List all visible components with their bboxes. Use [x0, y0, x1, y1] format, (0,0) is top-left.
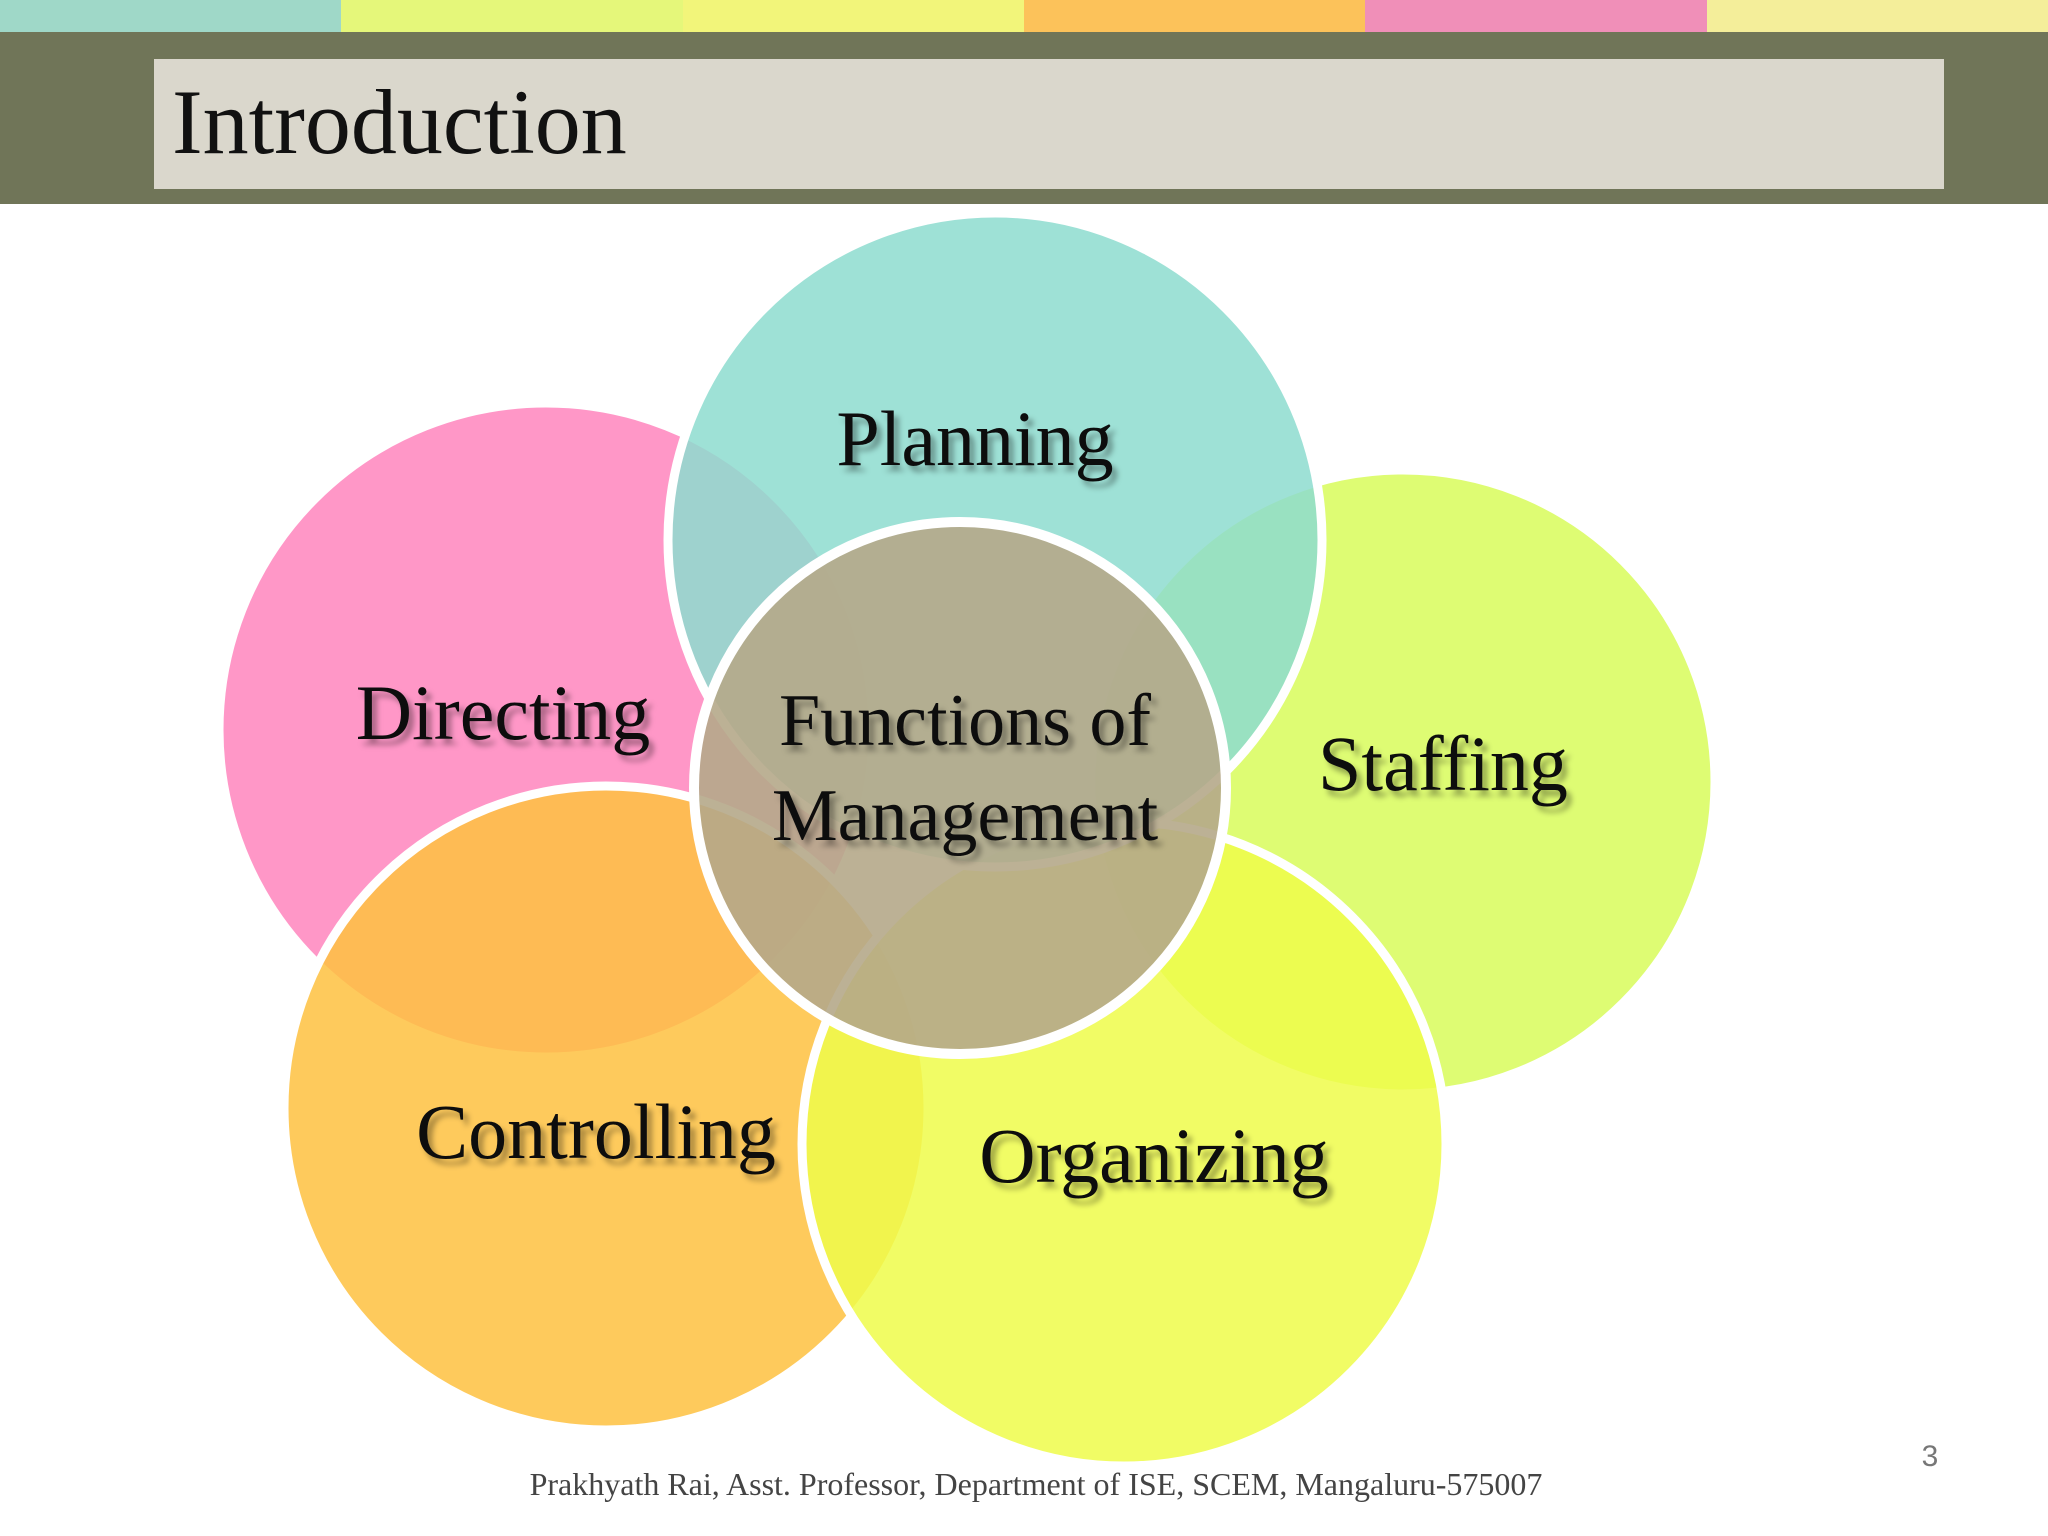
label-planning: Planning: [836, 395, 1113, 482]
strip-segment: [1023, 0, 1366, 32]
slide-title: Introduction: [172, 71, 627, 173]
center-label-line2: Management: [772, 775, 1159, 857]
center-circle: [689, 517, 1231, 1059]
strip-segment: [682, 0, 1024, 32]
center-label-line1: Functions of: [779, 680, 1151, 762]
strip-segment: [0, 0, 342, 32]
color-strip: [0, 0, 2048, 32]
label-organizing: Organizing: [979, 1112, 1328, 1199]
strip-segment: [1365, 0, 1707, 32]
strip-segment: [1706, 0, 2048, 32]
strip-segment: [341, 0, 683, 32]
footer-credit: Prakhyath Rai, Asst. Professor, Departme…: [0, 1466, 2048, 1503]
title-box: [154, 59, 1944, 189]
page-number: 3: [1921, 1440, 1939, 1473]
label-controlling: Controlling: [416, 1088, 776, 1175]
footer-text: Prakhyath Rai, Asst. Professor, Departme…: [529, 1466, 1543, 1502]
label-staffing: Staffing: [1318, 720, 1568, 807]
label-directing: Directing: [356, 669, 651, 756]
